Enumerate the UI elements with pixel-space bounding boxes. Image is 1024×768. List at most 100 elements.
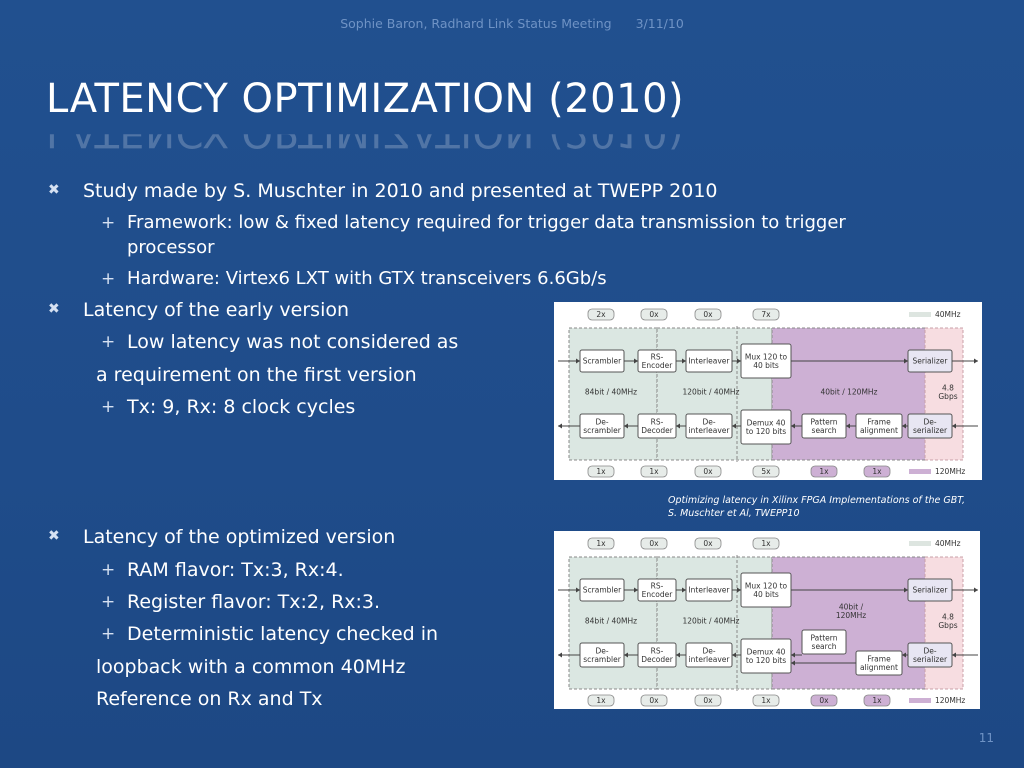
bottom-count-3-label: 5x <box>761 467 771 476</box>
slide-header: Sophie Baron, Radhard Link Status Meetin… <box>0 16 1024 31</box>
plus-marker-icon: + <box>101 397 116 417</box>
bottom-count-5-label: 1x <box>872 467 882 476</box>
tx-arrow-3-head <box>737 587 741 593</box>
zone-label-40bit: 40bit /120MHz <box>836 602 866 620</box>
bottom-count-2-label: 0x <box>703 467 713 476</box>
top-count-2-label: 0x <box>703 310 713 319</box>
tx-arrow-1-head <box>634 358 638 364</box>
rx-deserializer-label: De-serializer <box>913 646 948 664</box>
plus-marker-icon: + <box>101 213 116 233</box>
rx-demux <box>740 638 792 674</box>
top-count-0-label: 1x <box>596 539 606 548</box>
top-count-2 <box>694 537 722 550</box>
bottom-count-0-label: 1x <box>596 696 606 705</box>
bullet-framework-cont: processor <box>127 237 215 258</box>
rx-arrow-1-head <box>624 423 628 429</box>
top-count-3-label: 7x <box>761 310 771 319</box>
tx-serializer-label: Serializer <box>913 357 949 366</box>
bullet-early-lowlat-cont: a requirement on the first version <box>96 364 417 386</box>
legend-40-swatch <box>909 541 931 546</box>
zone-label-40bit: 40bit / 120MHz <box>821 388 878 397</box>
rx-deinterleaver-label: De-interleaver <box>689 646 731 664</box>
rx-out-arrow-head <box>558 652 562 658</box>
bottom-count-5-label: 1x <box>872 696 882 705</box>
top-count-3 <box>752 537 780 550</box>
rx-arrow-5-head <box>846 423 850 429</box>
plus-marker-icon: + <box>101 269 116 289</box>
rx-arrow-2-head <box>676 652 680 658</box>
rx-descrambler-label: De-scrambler <box>583 646 621 664</box>
top-count-3-label: 1x <box>761 539 771 548</box>
zone-label-84bit: 84bit / 40MHz <box>585 617 637 626</box>
legend-120-label: 120MHz <box>935 696 965 705</box>
bottom-count-4 <box>810 465 838 478</box>
top-count-1-label: 0x <box>649 539 659 548</box>
tx-in-arrow-head <box>576 358 580 364</box>
tx-arrow-2-head <box>682 358 686 364</box>
bottom-count-1 <box>640 465 668 478</box>
bottom-count-4-label: 1x <box>819 467 829 476</box>
rx-deserializer-label: De-serializer <box>913 417 948 435</box>
rx-arrow-2-head <box>676 423 680 429</box>
rx-arrow-6-head <box>902 652 906 658</box>
plus-marker-icon: + <box>101 592 116 612</box>
zone-label-120bit: 120bit / 40MHz <box>683 617 740 626</box>
bottom-count-4 <box>810 694 838 707</box>
bottom-count-3 <box>752 694 780 707</box>
rx-arrow-3-head <box>732 652 736 658</box>
tx-in-arrow-head <box>576 587 580 593</box>
top-count-1 <box>640 537 668 550</box>
rx-arrow-1-head <box>624 652 628 658</box>
zone-label-84bit: 84bit / 40MHz <box>585 388 637 397</box>
tx-arrow-4-head <box>904 587 908 593</box>
bottom-count-5 <box>863 465 891 478</box>
rx-arrow-4-head <box>791 652 795 658</box>
plus-marker-icon: + <box>101 560 116 580</box>
rx-demux <box>740 409 792 445</box>
legend-120-swatch <box>909 469 931 474</box>
tx-scrambler-label: Scrambler <box>583 586 622 595</box>
bottom-count-5 <box>863 694 891 707</box>
bottom-count-2 <box>694 694 722 707</box>
tx-interleaver-label: Interleaver <box>688 586 730 595</box>
header-date: 3/11/10 <box>635 16 684 31</box>
top-count-0-label: 2x <box>596 310 606 319</box>
bottom-count-1 <box>640 694 668 707</box>
bullet-marker-icon: ✖ <box>48 182 60 198</box>
bullet-deterministic-cont2: Reference on Rx and Tx <box>96 688 323 710</box>
legend-40-label: 40MHz <box>935 310 961 319</box>
legend-40-swatch <box>909 312 931 317</box>
rx-pattern-search <box>801 629 847 655</box>
top-count-1-label: 0x <box>649 310 659 319</box>
bottom-count-1-label: 1x <box>649 467 659 476</box>
bottom-count-3-label: 1x <box>761 696 771 705</box>
diagram-caption: Optimizing latency in Xilinx FPGA Implem… <box>668 495 965 519</box>
top-count-1 <box>640 308 668 321</box>
tx-serializer-label: Serializer <box>913 586 949 595</box>
top-count-0 <box>587 537 615 550</box>
top-count-2 <box>694 308 722 321</box>
rx-out-arrow-head <box>558 423 562 429</box>
tx-arrow-1-head <box>634 587 638 593</box>
bullet-marker-icon: ✖ <box>48 301 60 317</box>
bottom-count-0 <box>587 694 615 707</box>
rx-in-arrow-head <box>952 423 956 429</box>
rx-descrambler-label: De-scrambler <box>583 417 621 435</box>
legend-120-label: 120MHz <box>935 467 965 476</box>
rx-arrow-3-head <box>732 423 736 429</box>
tx-arrow-4-head <box>904 358 908 364</box>
rx-in-arrow-head <box>952 652 956 658</box>
rx-rs-decoder-label: RS-Decoder <box>641 646 673 664</box>
bullet-deterministic-cont1: loopback with a common 40MHz <box>96 656 406 678</box>
bottom-count-0 <box>587 465 615 478</box>
